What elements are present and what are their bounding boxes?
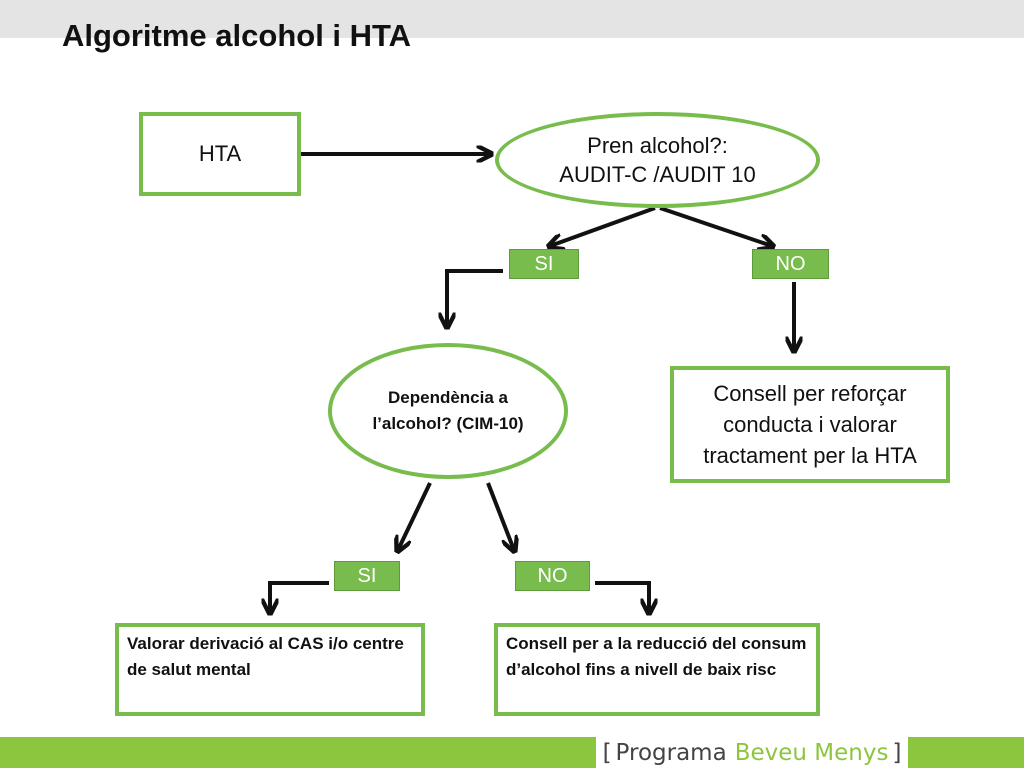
page-title: Algoritme alcohol i HTA	[62, 18, 412, 53]
start-node-label: HTA	[198, 141, 242, 166]
leaf-node-cas-referral-label: Valorar derivació al CAS i/o centre de s…	[127, 634, 404, 679]
brand-bracket-close: ]	[892, 739, 902, 766]
brand-bracket-open: [	[602, 739, 612, 766]
leaf-node-consumption-reduction: Consell per a la reducció del consum d’a…	[494, 623, 820, 716]
brand-program-word: Programa	[615, 739, 727, 766]
decision-node-dependence-label: Dependència a l’alcohol? (CIM-10)	[372, 388, 524, 433]
start-node-hta: HTA	[139, 112, 301, 196]
tag-q1-yes: SI	[509, 249, 579, 279]
arrow-question2-to-no	[486, 482, 514, 550]
arrow-no-to-reduce	[595, 581, 649, 612]
arrow-si-to-cas	[270, 581, 329, 612]
advice-node-hta-treatment: Consell per reforçar conducta i valorar …	[670, 366, 950, 483]
tag-q1-no: NO	[752, 249, 829, 279]
leaf-node-consumption-reduction-label: Consell per a la reducció del consum d’a…	[506, 634, 807, 679]
decision-node-alcohol-intake-label: Pren alcohol?: AUDIT-C /AUDIT 10	[559, 133, 756, 187]
footer-brand-logo: [ Programa Beveu Menys ]	[596, 737, 908, 768]
top-banner	[0, 0, 1024, 38]
brand-name: Beveu Menys	[734, 739, 889, 766]
arrow-si-to-question2	[447, 269, 503, 326]
leaf-node-cas-referral: Valorar derivació al CAS i/o centre de s…	[115, 623, 425, 716]
tag-q2-yes: SI	[334, 561, 400, 591]
advice-node-hta-treatment-label: Consell per reforçar conducta i valorar …	[703, 381, 917, 468]
arrow-question2-to-si	[398, 482, 432, 550]
arrow-question1-to-si	[550, 206, 656, 246]
arrow-question1-to-no	[659, 206, 772, 246]
decision-node-alcohol-intake: Pren alcohol?: AUDIT-C /AUDIT 10	[495, 112, 820, 208]
tag-q2-no: NO	[515, 561, 590, 591]
decision-node-dependence: Dependència a l’alcohol? (CIM-10)	[328, 343, 568, 479]
